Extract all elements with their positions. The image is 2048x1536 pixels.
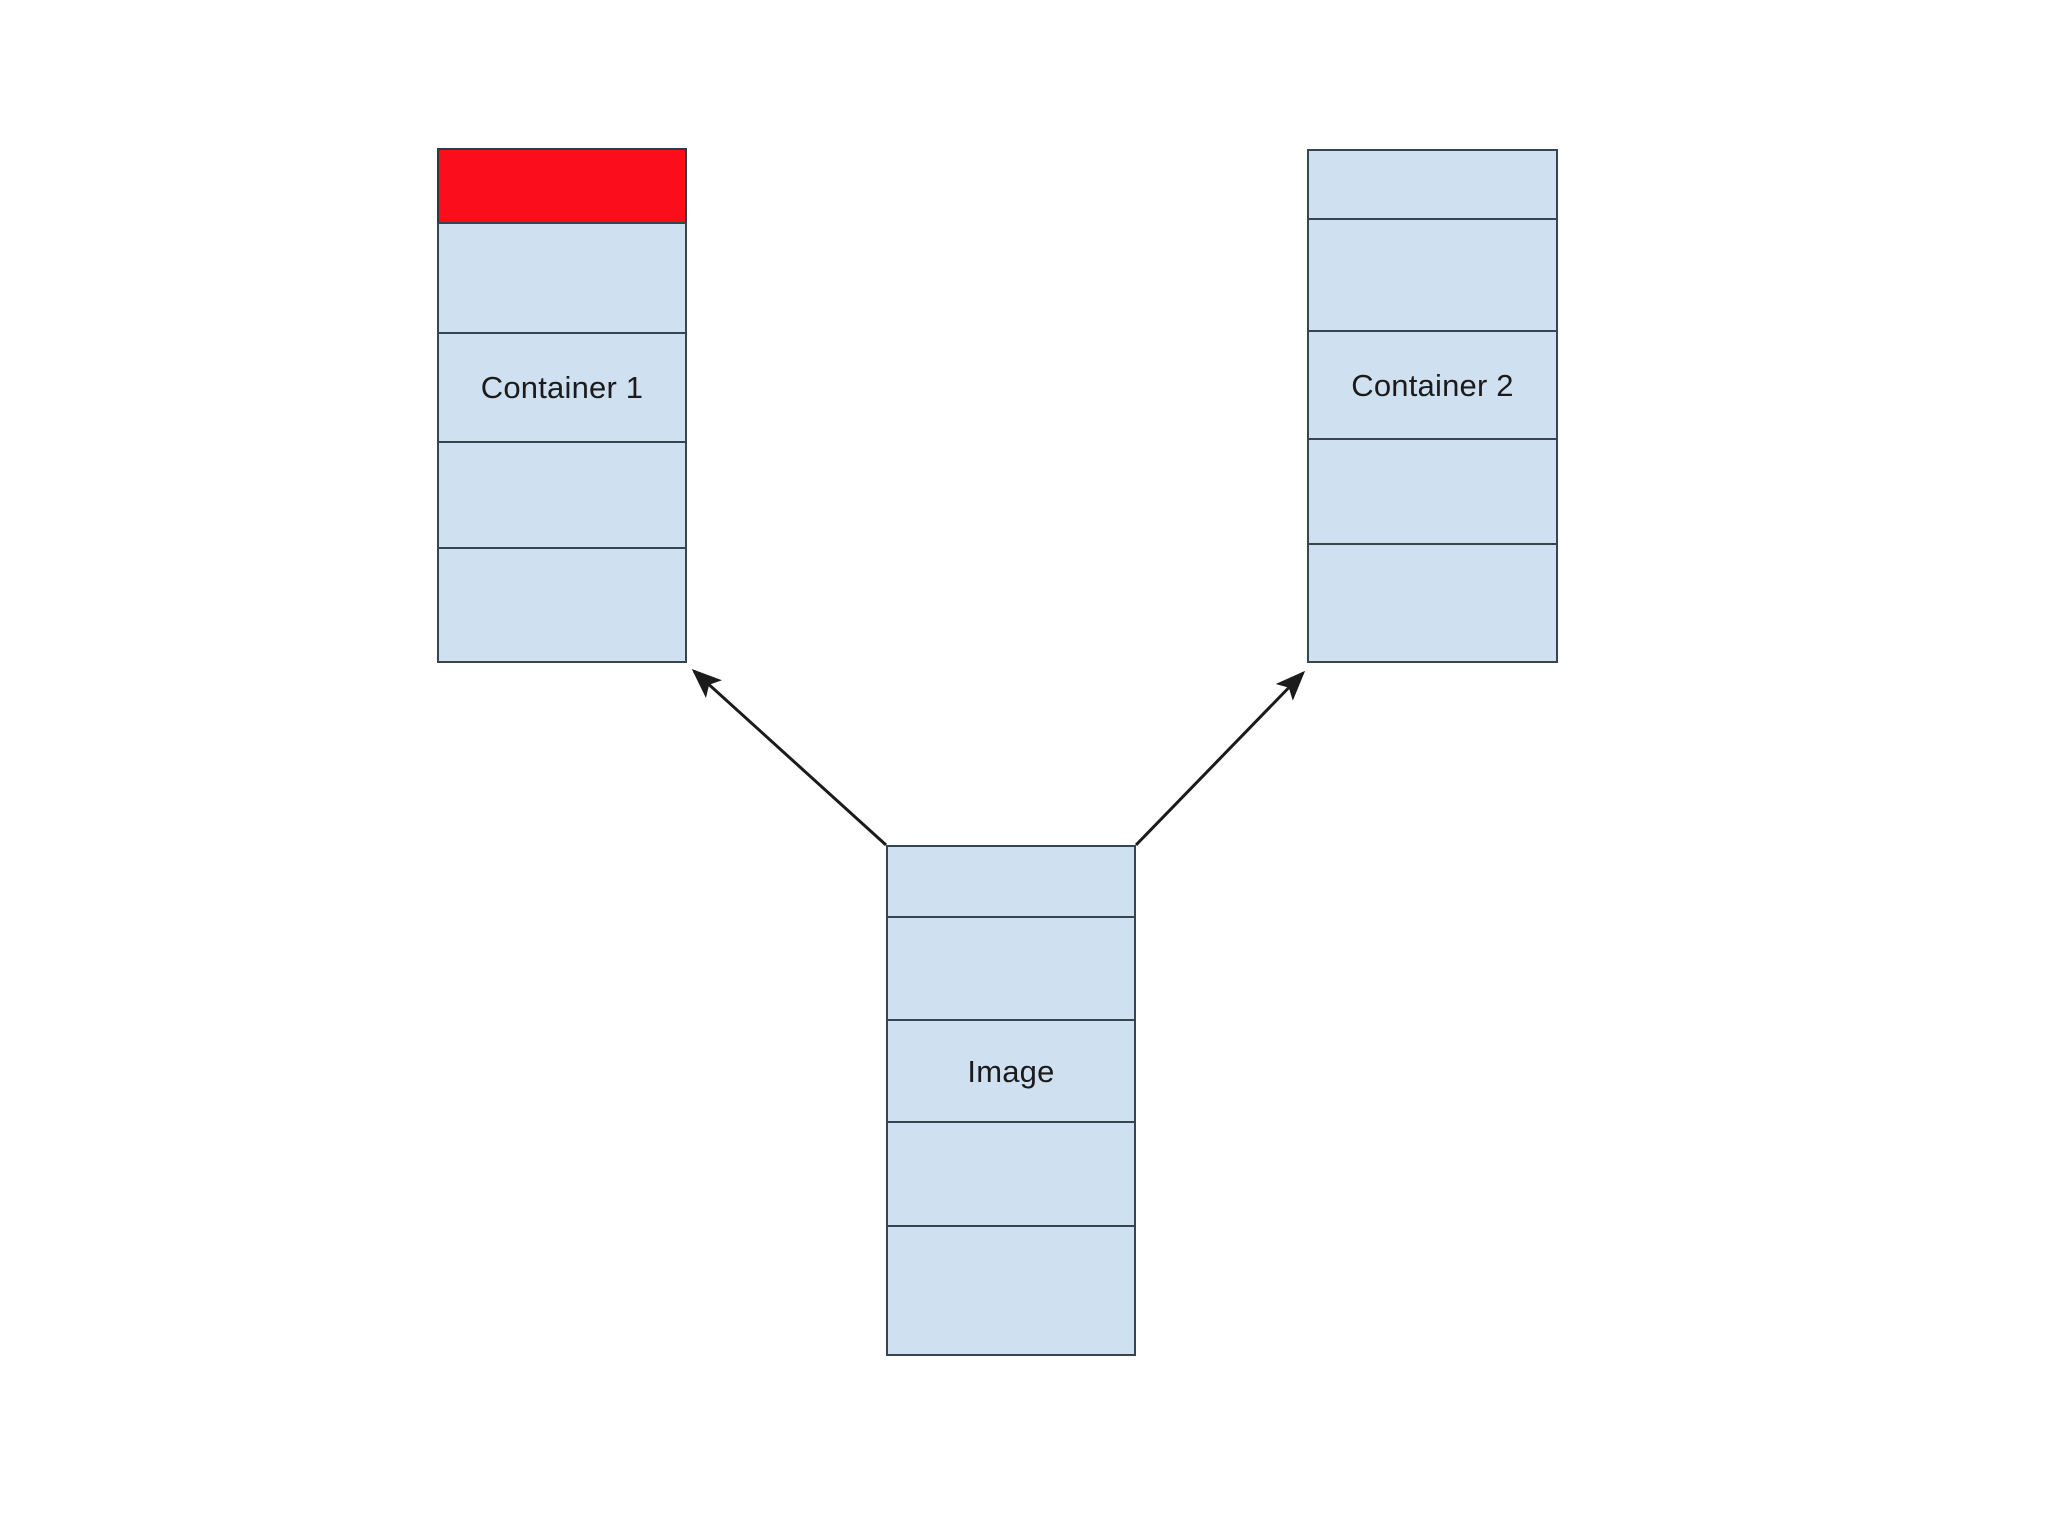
container-2-layer-3[interactable]: Container 2: [1307, 330, 1558, 440]
container-2-layer-5[interactable]: [1307, 543, 1558, 663]
node-container-2[interactable]: Container 2: [1307, 149, 1558, 663]
edge-image-to-container-1: [691, 668, 888, 847]
container-1-label: Container 1: [480, 370, 644, 405]
container-1-layer-5[interactable]: [437, 547, 687, 663]
container-1-layer-4[interactable]: [437, 441, 687, 549]
container-1-layer-1[interactable]: [437, 148, 687, 224]
image-label: Image: [967, 1053, 1055, 1089]
container-2-layer-4[interactable]: [1307, 438, 1558, 545]
container-2-layer-1[interactable]: [1307, 149, 1558, 220]
container-1-layer-2[interactable]: [437, 222, 687, 334]
container-1-layer-3[interactable]: Container 1: [437, 332, 687, 443]
image-layer-2[interactable]: [886, 916, 1136, 1021]
image-layer-5[interactable]: [886, 1225, 1136, 1356]
container-2-label: Container 2: [1351, 367, 1514, 403]
edge-image-to-container-2: [1134, 670, 1306, 847]
node-image[interactable]: Image: [886, 845, 1136, 1356]
image-layer-3[interactable]: Image: [886, 1019, 1136, 1123]
container-2-layer-2[interactable]: [1307, 218, 1558, 332]
image-layer-4[interactable]: [886, 1121, 1136, 1227]
image-layer-1[interactable]: [886, 845, 1136, 918]
node-container-1[interactable]: Container 1: [437, 148, 687, 663]
